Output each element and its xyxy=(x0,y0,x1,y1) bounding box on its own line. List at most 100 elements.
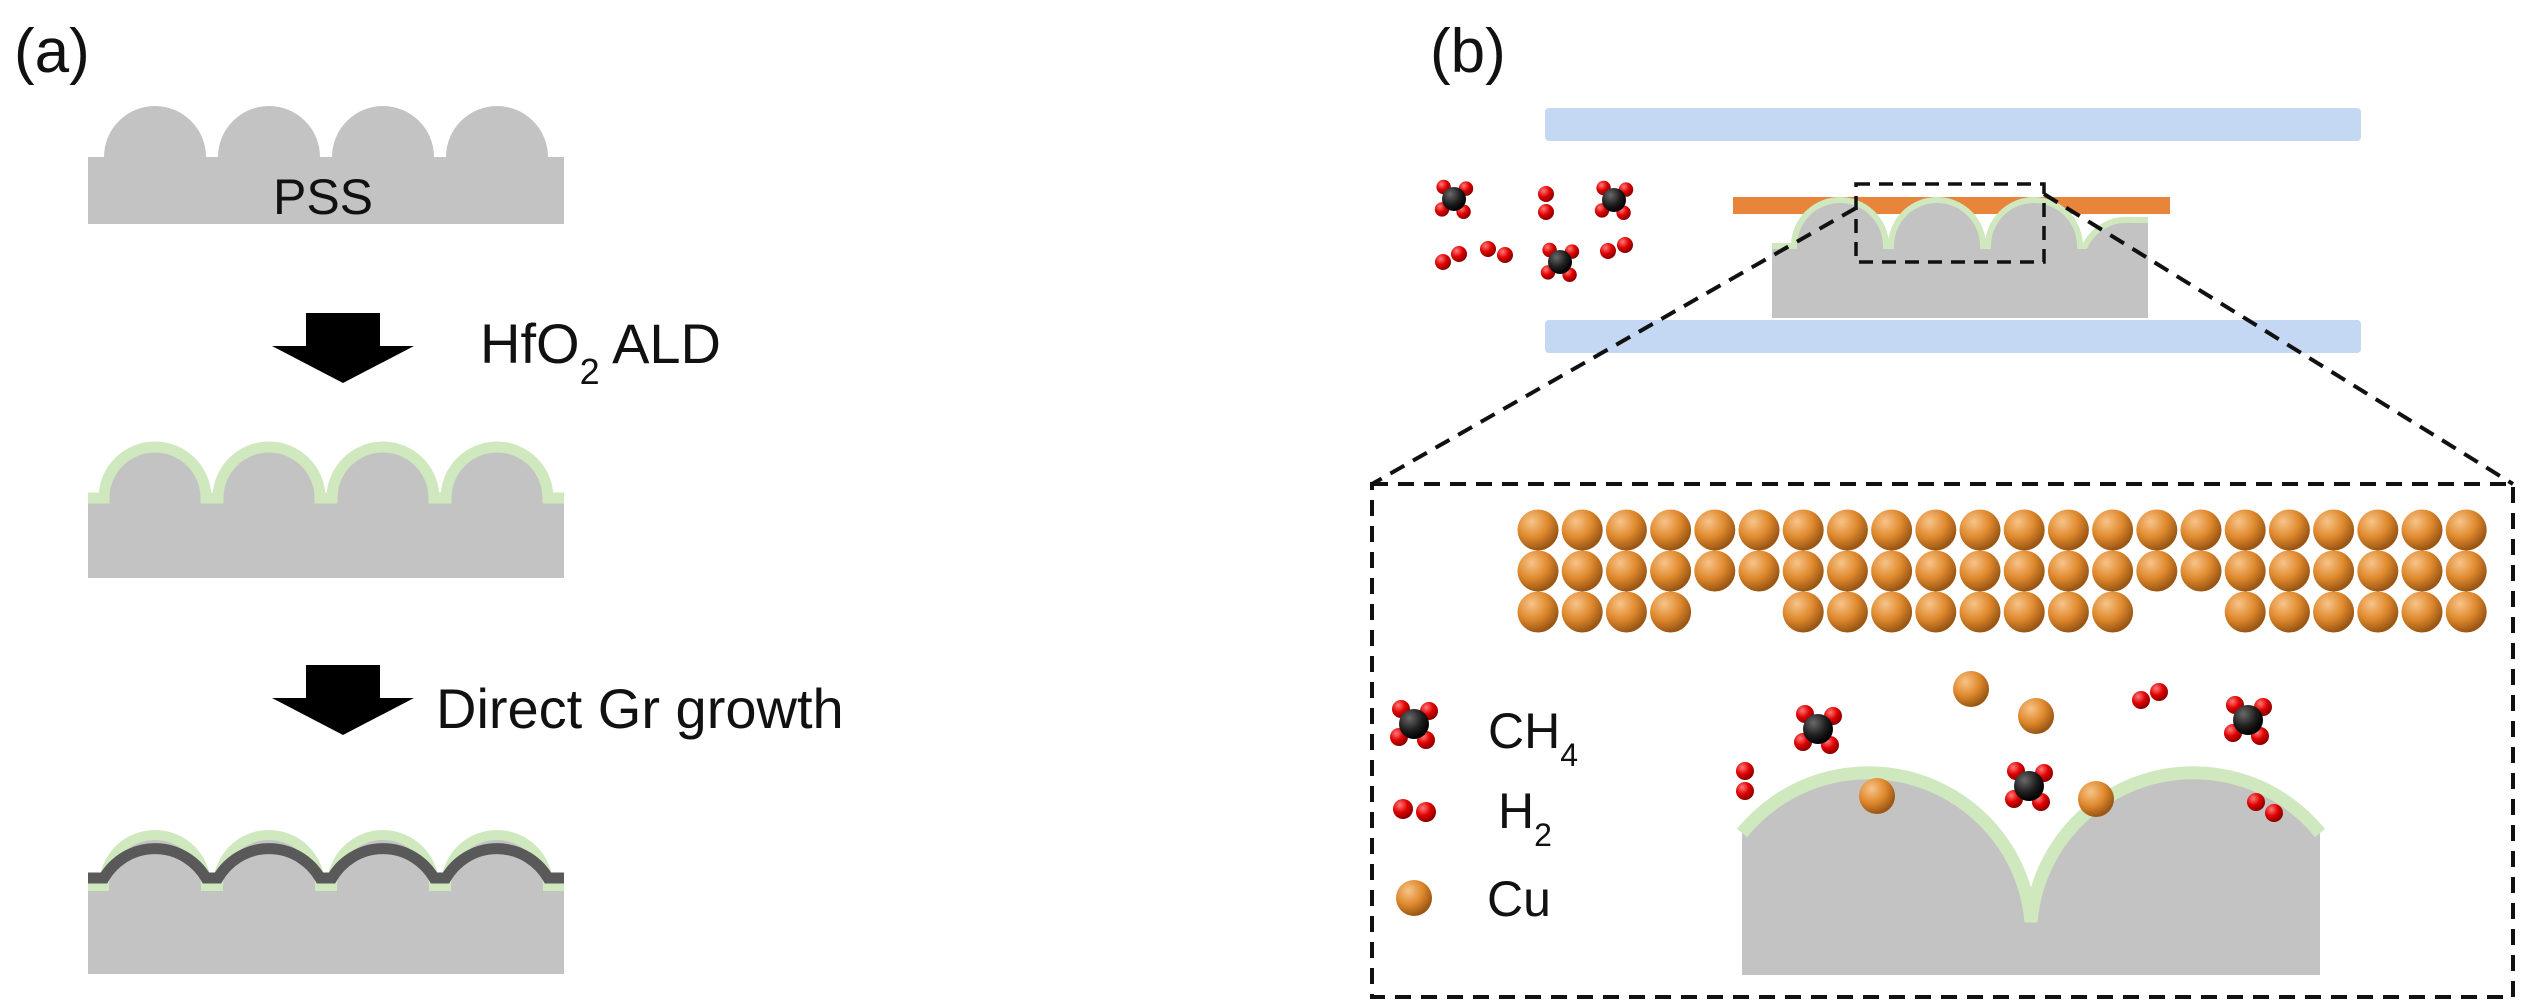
copper-atom-icon xyxy=(1953,671,1989,707)
copper-atom xyxy=(2268,509,2310,551)
copper-atom xyxy=(1517,591,1559,633)
copper-atom xyxy=(2047,509,2089,551)
methane-molecule-icon xyxy=(2224,696,2272,745)
copper-atom xyxy=(2180,509,2222,551)
copper-atom xyxy=(1561,591,1603,633)
pss-substrate-body xyxy=(88,106,564,224)
copper-atom xyxy=(2357,550,2399,592)
copper-atom xyxy=(2401,591,2443,633)
hfo2-ald-label: HfO2 ALD xyxy=(480,312,721,392)
copper-atom xyxy=(1561,509,1603,551)
furnace-sample-body xyxy=(1772,200,2148,318)
methane-molecule-icon xyxy=(1390,700,1438,749)
legend-item-h2: H2 xyxy=(1393,783,1552,853)
copper-atom xyxy=(1517,550,1559,592)
panel-a: (a) PSS HfO2 ALD Direct Gr growth xyxy=(14,17,844,974)
copper-atom xyxy=(2136,550,2178,592)
furnace-sample xyxy=(1772,197,2148,318)
copper-atom xyxy=(1605,550,1647,592)
magnified-view: CH4 H2 Cu xyxy=(1370,482,2515,999)
zoom-connector-left xyxy=(1371,206,1857,486)
copper-atom xyxy=(2268,591,2310,633)
top-heater-plate xyxy=(1545,108,2361,141)
hydrogen-molecule-icon xyxy=(1600,237,1633,259)
copper-atom xyxy=(2313,591,2355,633)
furnace-gas-molecules xyxy=(1434,179,1634,282)
pss-label: PSS xyxy=(273,169,373,225)
copper-atom xyxy=(2092,591,2134,633)
hydrogen-molecule-icon xyxy=(2132,683,2168,709)
copper-atom xyxy=(1915,550,1957,592)
magnified-view-frame xyxy=(1370,482,2515,999)
methane-molecule-icon xyxy=(1540,242,1580,282)
zoomed-substrate-body xyxy=(1742,772,2320,975)
hydrogen-molecule-icon xyxy=(2247,793,2283,822)
copper-atom xyxy=(1915,591,1957,633)
copper-atom-lattice xyxy=(1517,509,2487,633)
direct-gr-growth-label: Direct Gr growth xyxy=(436,677,844,740)
copper-atom xyxy=(2136,509,2178,551)
legend-item-ch4: CH4 xyxy=(1390,700,1578,773)
copper-atom xyxy=(1650,509,1692,551)
copper-atom xyxy=(1826,591,1868,633)
bottom-heater-plate xyxy=(1545,320,2361,353)
copper-atom xyxy=(1826,509,1868,551)
copper-atom xyxy=(2092,509,2134,551)
copper-atom xyxy=(1915,509,1957,551)
copper-atom xyxy=(2445,550,2487,592)
copper-atom xyxy=(2092,550,2134,592)
hfo2-layer-2 xyxy=(88,830,564,891)
copper-atom xyxy=(1738,550,1780,592)
zoom-connector-right xyxy=(2042,192,2515,486)
copper-atom xyxy=(2047,591,2089,633)
copper-atom xyxy=(1826,550,1868,592)
zoomed-hfo2-layer xyxy=(1736,766,2326,923)
copper-atom xyxy=(2357,591,2399,633)
legend-label-ch4: CH4 xyxy=(1488,703,1578,773)
copper-atom xyxy=(1694,509,1736,551)
hydrogen-molecule-icon xyxy=(1393,799,1436,822)
furnace-sample-hfo2 xyxy=(1772,197,2148,249)
copper-atom xyxy=(2224,591,2266,633)
pss-with-hfo2 xyxy=(88,441,564,578)
copper-atom xyxy=(1782,509,1824,551)
hydrogen-molecule-icon xyxy=(1736,762,1754,800)
copper-atom xyxy=(2180,550,2222,592)
legend-label-cu: Cu xyxy=(1487,871,1551,927)
copper-atom xyxy=(2313,550,2355,592)
copper-atom xyxy=(1959,509,2001,551)
copper-atom xyxy=(2401,550,2443,592)
copper-atom xyxy=(1871,550,1913,592)
pss-substrate-body-3 xyxy=(88,835,564,974)
copper-atom xyxy=(2224,550,2266,592)
panel-b-label: (b) xyxy=(1430,17,1506,86)
copper-atom xyxy=(1782,591,1824,633)
hydrogen-molecule-icon xyxy=(1435,246,1467,270)
copper-atom xyxy=(2268,550,2310,592)
copper-atom xyxy=(2224,509,2266,551)
process-arrow-1 xyxy=(272,313,414,383)
copper-atom-icon xyxy=(2078,781,2114,817)
hfo2-layer xyxy=(88,441,564,504)
copper-atom xyxy=(2003,591,2045,633)
copper-atom xyxy=(2003,509,2045,551)
copper-atom xyxy=(1871,591,1913,633)
copper-atom xyxy=(2445,509,2487,551)
copper-atom-icon xyxy=(1396,880,1432,916)
methane-molecule-icon xyxy=(1794,705,1842,754)
copper-atom xyxy=(1782,550,1824,592)
copper-atom xyxy=(2313,509,2355,551)
copper-atom xyxy=(1650,550,1692,592)
copper-atom xyxy=(1738,509,1780,551)
legend-item-cu: Cu xyxy=(1396,871,1551,927)
legend-label-h2: H2 xyxy=(1498,783,1552,853)
copper-atom xyxy=(1517,509,1559,551)
methane-molecule-icon xyxy=(2005,762,2053,811)
copper-atom xyxy=(1650,591,1692,633)
methane-molecule-icon xyxy=(1594,180,1634,220)
copper-atom xyxy=(2003,550,2045,592)
pss-substrate-body-2 xyxy=(88,447,564,578)
zoom-region-box xyxy=(1854,182,2046,264)
copper-atom xyxy=(1871,509,1913,551)
